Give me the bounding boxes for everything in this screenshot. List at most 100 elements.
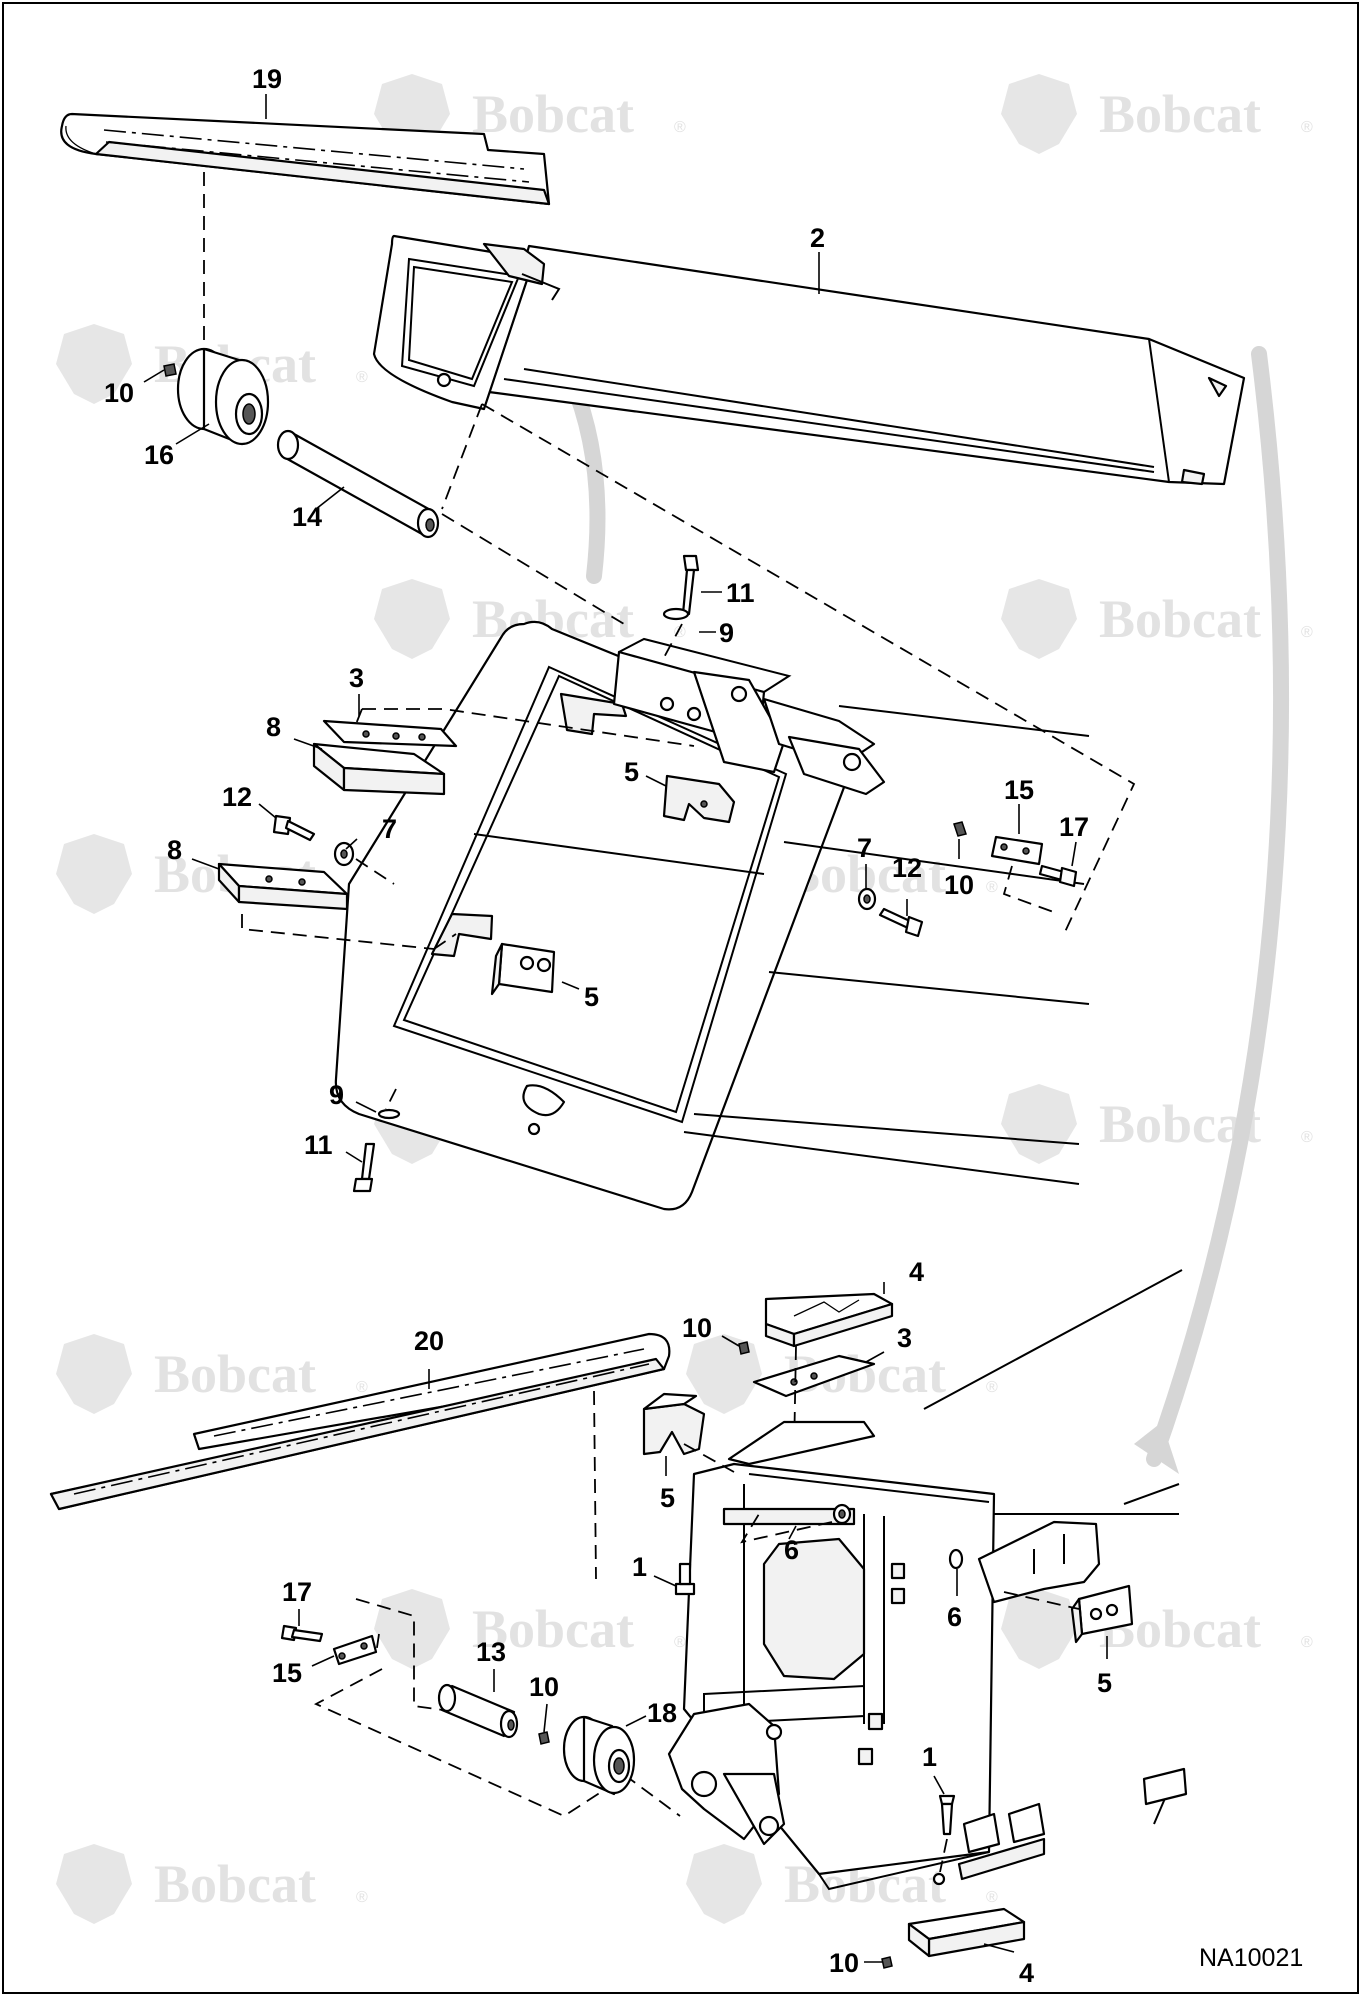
rear-tube-lines	[683, 705, 1090, 1185]
leader-dash-11-lower	[385, 1088, 397, 1110]
part-12-bolt-left	[272, 814, 316, 842]
part-5-pad-lower-left	[642, 1392, 706, 1456]
part-2-tube	[487, 244, 1246, 486]
leader-dash-upper-right	[441, 403, 1136, 935]
part-18-roller-lower	[562, 1715, 636, 1796]
callout-12: 12	[222, 782, 252, 812]
callout-17: 17	[282, 1577, 312, 1607]
svg-text:Bobcat: Bobcat	[472, 84, 634, 144]
callout-12: 12	[892, 853, 922, 883]
callout-1: 1	[632, 1552, 647, 1582]
callout-6: 6	[947, 1602, 962, 1632]
part-10-grease-fitting	[163, 363, 177, 377]
callout-3: 3	[897, 1323, 912, 1353]
motion-arc-right	[1146, 346, 1290, 1467]
callout-15: 15	[272, 1658, 302, 1688]
watermark: Bobcat ®	[1001, 74, 1313, 154]
callout-4: 4	[1019, 1958, 1034, 1988]
callout-labels: 19 2 10 16 14 11 9 3 8 5 12 7 8 15 17 7 …	[104, 64, 1112, 1988]
callout-1: 1	[922, 1742, 937, 1772]
leader-dash-20	[593, 1390, 597, 1580]
callout-8: 8	[266, 712, 281, 742]
part-8-wear-pad-upper	[312, 742, 446, 796]
callout-14: 14	[292, 502, 322, 532]
drawing-number: NA10021	[1199, 1944, 1303, 1972]
part-19-belt	[60, 112, 551, 206]
watermark: Bobcat ®	[1001, 579, 1313, 659]
svg-text:®: ®	[1301, 119, 1313, 136]
part-6-pin-right	[948, 1548, 964, 1570]
part-10-grease-fitting-right	[953, 821, 967, 837]
leader-dash-5	[683, 1443, 735, 1473]
svg-text:®: ®	[356, 1889, 368, 1906]
part-5-pad-lower	[490, 942, 556, 996]
part-4-plate-upper	[764, 1292, 894, 1348]
leader-dash-5-right	[1003, 1591, 1080, 1610]
svg-text:Bobcat: Bobcat	[472, 1599, 634, 1659]
svg-text:®: ®	[986, 1379, 998, 1396]
callout-5: 5	[584, 982, 599, 1012]
svg-text:Bobcat: Bobcat	[1099, 84, 1261, 144]
svg-text:®: ®	[674, 1634, 686, 1651]
part-1-bolt-lower	[938, 1794, 956, 1836]
watermark: Bobcat ®	[686, 1334, 998, 1414]
part-8-wear-pad-lower	[217, 862, 349, 911]
carriage-side-bracket	[957, 1520, 1101, 1881]
part-20-belt	[49, 1332, 671, 1511]
main-frame	[334, 620, 851, 1211]
part-11-bolt-lower	[352, 1142, 376, 1193]
svg-text:®: ®	[1301, 1634, 1313, 1651]
part-17-bolt-right	[1038, 864, 1078, 888]
svg-text:®: ®	[986, 1889, 998, 1906]
callout-18: 18	[647, 1698, 677, 1728]
callout-11: 11	[726, 578, 755, 608]
callout-7: 7	[382, 814, 397, 844]
leader-dash-3	[355, 708, 695, 747]
svg-text:Bobcat: Bobcat	[1099, 589, 1261, 649]
part-11-bolt-upper	[681, 554, 700, 616]
part-4-plate-lower	[907, 1907, 1026, 1958]
callout-5: 5	[624, 757, 639, 787]
part-9-washer-upper	[662, 607, 690, 621]
exploded-parts-diagram: Bobcat ® Bobcat ® Bobcat ® Bobcat ® Bobc…	[49, 64, 1313, 1988]
svg-text:Bobcat: Bobcat	[154, 1344, 316, 1404]
part-5-pad-upper	[662, 774, 736, 824]
callout-3: 3	[349, 663, 364, 693]
part-6-pin-upper	[832, 1503, 852, 1525]
motion-arc-arrowhead	[1134, 1422, 1179, 1474]
callout-2: 2	[810, 223, 825, 253]
callout-4: 4	[909, 1257, 924, 1287]
callout-5: 5	[660, 1483, 675, 1513]
leader-dash-8	[241, 914, 457, 950]
part-7-washer-left	[333, 841, 355, 867]
part-13-shaft-lower	[437, 1683, 519, 1739]
callout-16: 16	[144, 440, 174, 470]
part-1-bolt-upper	[674, 1562, 696, 1596]
callout-10: 10	[682, 1313, 712, 1343]
callout-9: 9	[719, 618, 734, 648]
callout-15: 15	[1004, 775, 1034, 805]
callout-10: 10	[944, 870, 974, 900]
leader-dash-15	[1002, 865, 1060, 915]
watermark: Bobcat ®	[56, 1844, 368, 1924]
part-9-washer-lower	[377, 1108, 401, 1120]
watermark: Bobcat ®	[1001, 1084, 1313, 1164]
callout-8: 8	[167, 835, 182, 865]
svg-text:®: ®	[986, 879, 998, 896]
leader-dash-12	[355, 858, 395, 885]
watermark: Bobcat ®	[374, 1589, 686, 1669]
callout-6: 6	[784, 1535, 799, 1565]
svg-text:®: ®	[356, 369, 368, 386]
lower-tube-end	[1142, 1767, 1188, 1806]
part-10-grease-fitting-lower-left	[538, 1731, 550, 1745]
part-3-shim-upper	[322, 719, 458, 748]
callout-10: 10	[829, 1948, 859, 1978]
part-12-bolt-right	[878, 907, 924, 938]
carriage-frame	[667, 1420, 996, 1891]
leader-dash-6	[740, 1513, 833, 1544]
part-2-front-frame	[372, 234, 561, 411]
callout-20: 20	[414, 1326, 444, 1356]
callout-10: 10	[104, 378, 134, 408]
callout-13: 13	[476, 1637, 506, 1667]
callout-5: 5	[1097, 1668, 1112, 1698]
